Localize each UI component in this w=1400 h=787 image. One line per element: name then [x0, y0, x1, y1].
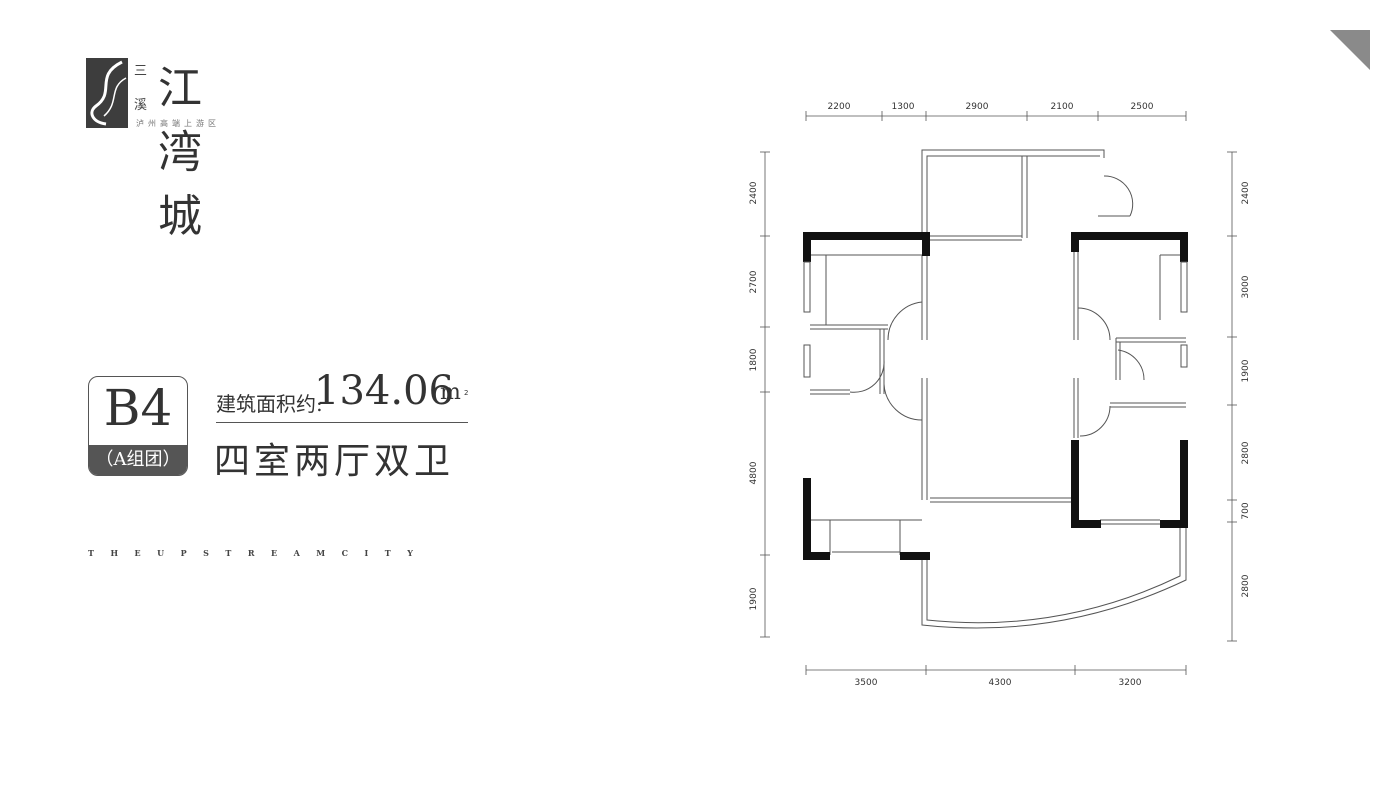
- logo-mark-icon: [86, 58, 128, 128]
- divider-rule: [216, 422, 468, 423]
- dim-right-2: 3000: [1241, 275, 1251, 298]
- dim-top-2: 1300: [892, 102, 915, 112]
- brand-name: 江湾城: [158, 63, 202, 242]
- door-swings: [849, 175, 1145, 437]
- windows: [803, 261, 1188, 378]
- unit-badge: B4 （A组团）: [88, 376, 188, 476]
- dim-top-5: 2500: [1131, 102, 1154, 112]
- dimension-ticks: [760, 111, 1237, 675]
- dimension-labels: 2200 1300 2900 2100 2500 3500 4300 3200 …: [749, 102, 1251, 688]
- area-unit: m: [440, 380, 461, 405]
- tagline: THEUPSTREAMCITY: [88, 548, 430, 558]
- dim-right-3: 1900: [1241, 359, 1251, 382]
- dim-left-4: 4800: [749, 461, 759, 484]
- unit-group: （A组团）: [89, 445, 187, 475]
- dim-top-1: 2200: [828, 102, 851, 112]
- dim-bottom-3: 3200: [1119, 678, 1142, 688]
- floor-plan-thick-walls: [803, 232, 1188, 560]
- dim-right-1: 2400: [1241, 181, 1251, 204]
- brand-small-char-2: 溪: [134, 98, 148, 113]
- dim-left-3: 1800: [749, 348, 759, 371]
- dim-top-3: 2900: [966, 102, 989, 112]
- area-label: 建筑面积约:: [216, 392, 323, 416]
- area-unit-superscript: 2: [464, 389, 469, 397]
- dim-left-2: 2700: [749, 270, 759, 293]
- dim-bottom-2: 4300: [989, 678, 1012, 688]
- brand-small-char-1: 三: [134, 64, 148, 79]
- dimension-lines: [764, 115, 1233, 671]
- layout-type: 四室两厅双卫: [214, 441, 455, 482]
- dim-right-5: 700: [1241, 502, 1251, 519]
- brand-subtitle: 泸州高端上游区: [136, 119, 220, 128]
- dim-left-1: 2400: [749, 181, 759, 204]
- dim-top-4: 2100: [1051, 102, 1074, 112]
- dim-left-5: 1900: [749, 587, 759, 610]
- area-value: 134.06: [314, 368, 454, 414]
- dim-right-6: 2800: [1241, 574, 1251, 597]
- dim-bottom-1: 3500: [855, 678, 878, 688]
- unit-code: B4: [103, 379, 173, 437]
- dim-right-4: 2800: [1241, 441, 1251, 464]
- floor-plan-thin-lines: [810, 149, 1187, 629]
- corner-triangle-decoration: [1330, 30, 1370, 70]
